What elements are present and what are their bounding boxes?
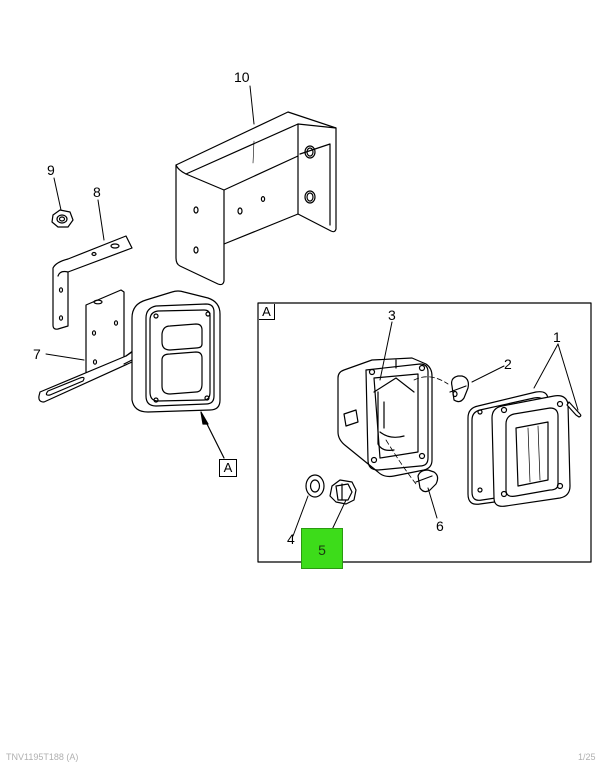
footer-page-ref: 1/25 bbox=[578, 752, 596, 762]
callout-3[interactable]: 3 bbox=[388, 307, 396, 323]
part-2-bulb-drawing bbox=[414, 376, 468, 402]
part-9-nut-drawing bbox=[52, 210, 73, 227]
part-4-grommet-drawing bbox=[306, 475, 324, 497]
callout-10[interactable]: 10 bbox=[234, 69, 250, 85]
part-8-bracket-drawing bbox=[53, 236, 132, 329]
callout-1[interactable]: 1 bbox=[553, 329, 561, 345]
detail-view-label: A bbox=[259, 304, 275, 320]
callout-9[interactable]: 9 bbox=[47, 162, 55, 178]
part-1-lens-drawing bbox=[468, 392, 581, 507]
part-3-housing-drawing bbox=[338, 358, 432, 477]
part-5-socket-drawing bbox=[330, 480, 356, 504]
callout-6[interactable]: 6 bbox=[436, 518, 444, 534]
callout-7[interactable]: 7 bbox=[33, 346, 41, 362]
callout-4[interactable]: 4 bbox=[287, 531, 295, 547]
callout-5-highlight[interactable]: 5 bbox=[301, 528, 343, 569]
callout-8[interactable]: 8 bbox=[93, 184, 101, 200]
part-6-bulb-drawing bbox=[386, 440, 438, 492]
detail-pointer-label[interactable]: A bbox=[219, 459, 237, 477]
detail-pointer-arrow bbox=[201, 412, 224, 458]
callout-2[interactable]: 2 bbox=[504, 356, 512, 372]
assembled-lamp-drawing bbox=[124, 291, 220, 412]
detail-view-frame bbox=[258, 303, 591, 562]
footer-drawing-id: TNV1195T188 (A) bbox=[6, 752, 79, 762]
leader-lines bbox=[46, 86, 578, 536]
part-10-guard-drawing bbox=[176, 112, 336, 285]
part-7-mount-plate-drawing bbox=[39, 290, 134, 402]
